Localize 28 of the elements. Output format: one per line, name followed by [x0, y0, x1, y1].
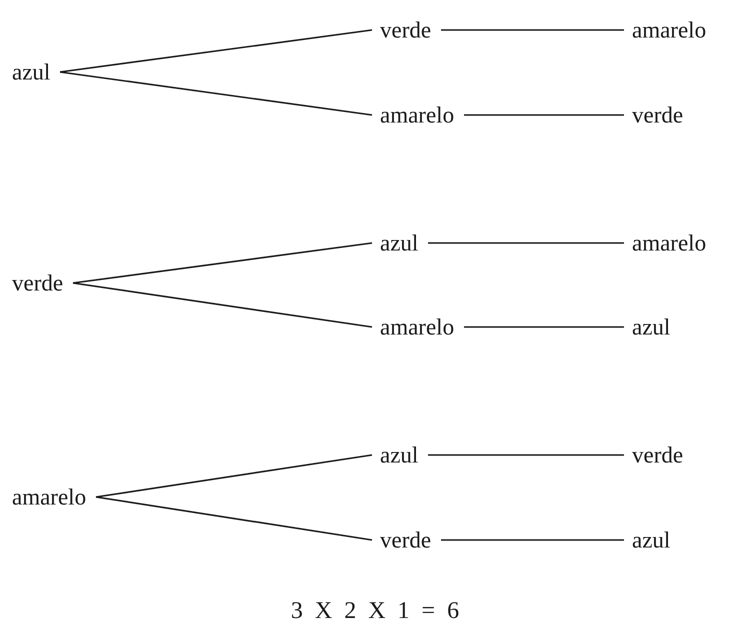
branch-line	[72, 242, 372, 284]
tree-node-label: azul	[380, 444, 418, 466]
tree-node-label: amarelo	[380, 104, 454, 126]
branch-line	[428, 454, 624, 456]
tree-node-label: verde	[632, 104, 684, 126]
tree-node-label: azul	[632, 528, 670, 552]
tree-node-label: verde	[12, 272, 64, 294]
branch-line	[60, 29, 372, 73]
tree-node-label: verde	[380, 528, 432, 552]
branch-line	[60, 71, 372, 116]
branch-line	[464, 326, 624, 328]
branch-line	[441, 539, 624, 541]
tree-node-label: azul	[12, 60, 50, 84]
tree-node-label: amarelo	[632, 232, 706, 254]
tree-node-label: verde	[380, 18, 432, 42]
formula: 3 X 2 X 1 = 6	[290, 598, 460, 625]
branch-line	[441, 29, 624, 31]
tree-node-label: amarelo	[632, 18, 706, 42]
branch-line	[96, 454, 372, 498]
tree-node-label: verde	[632, 444, 684, 466]
tree-node-label: amarelo	[380, 316, 454, 338]
branch-line	[428, 242, 624, 244]
tree-node-label: amarelo	[12, 486, 86, 508]
tree-node-label: azul	[632, 316, 670, 338]
branch-line	[72, 282, 372, 328]
tree-node-label: azul	[380, 232, 418, 254]
branch-line	[464, 114, 624, 116]
branch-line	[96, 496, 372, 541]
